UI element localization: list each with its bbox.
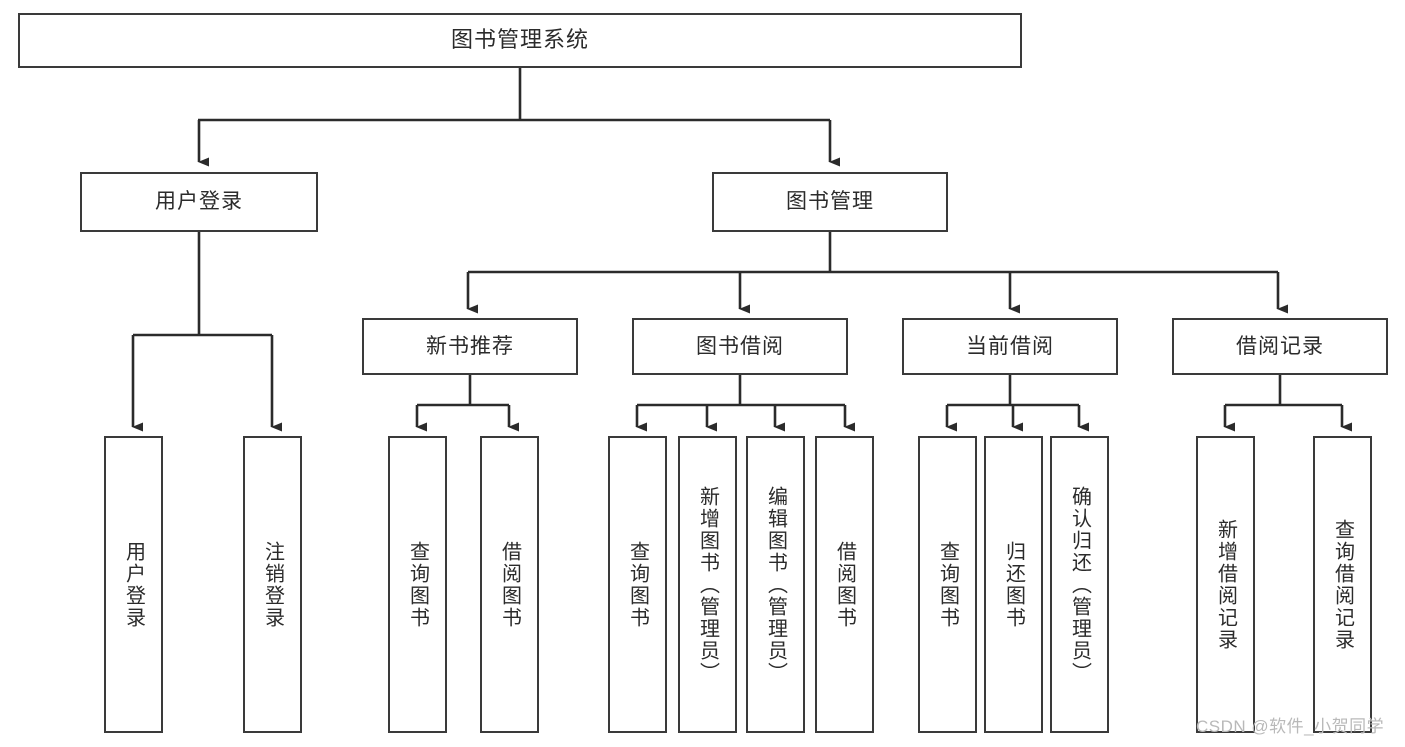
- node-leaf-add-record-label: 新增借阅记录: [1214, 518, 1237, 651]
- leaf-inner: 注销登录: [245, 438, 300, 731]
- node-user-login-label: 用户登录: [155, 190, 243, 214]
- node-leaf-borrow-book-1-label: 借阅图书: [498, 540, 521, 629]
- node-leaf-confirm-return[interactable]: 确认归还（管理员）: [1050, 436, 1109, 733]
- node-leaf-query-book-2[interactable]: 查询图书: [608, 436, 667, 733]
- node-leaf-edit-book-label: 编辑图书（管理员）: [764, 485, 787, 684]
- node-leaf-add-book-label: 新增图书（管理员）: [696, 485, 719, 684]
- node-leaf-query-book-1[interactable]: 查询图书: [388, 436, 447, 733]
- node-leaf-confirm-return-label: 确认归还（管理员）: [1068, 485, 1091, 684]
- leaf-inner: 归还图书: [986, 438, 1041, 731]
- node-leaf-query-record[interactable]: 查询借阅记录: [1313, 436, 1372, 733]
- leaf-inner: 借阅图书: [482, 438, 537, 731]
- node-borrow-record-label: 借阅记录: [1236, 334, 1324, 358]
- node-leaf-borrow-book-2-label: 借阅图书: [833, 540, 856, 629]
- leaf-inner: 查询图书: [920, 438, 975, 731]
- leaf-inner: 新增图书（管理员）: [680, 438, 735, 731]
- node-leaf-query-book-1-label: 查询图书: [406, 540, 429, 629]
- node-leaf-user-login-label: 用户登录: [122, 540, 145, 629]
- leaf-inner: 编辑图书（管理员）: [748, 438, 803, 731]
- node-leaf-query-book-2-label: 查询图书: [626, 540, 649, 629]
- leaf-inner: 查询图书: [610, 438, 665, 731]
- leaf-inner: 用户登录: [106, 438, 161, 731]
- node-new-book-recommend-label: 新书推荐: [426, 334, 514, 358]
- node-current-borrow[interactable]: 当前借阅: [902, 318, 1118, 375]
- csdn-watermark: CSDN @软件_小贺同学: [1196, 717, 1385, 736]
- node-user-login[interactable]: 用户登录: [80, 172, 318, 232]
- node-leaf-add-book[interactable]: 新增图书（管理员）: [678, 436, 737, 733]
- node-leaf-query-book-3[interactable]: 查询图书: [918, 436, 977, 733]
- node-leaf-user-logout[interactable]: 注销登录: [243, 436, 302, 733]
- node-book-manage-label: 图书管理: [786, 190, 874, 214]
- node-root[interactable]: 图书管理系统: [18, 13, 1022, 68]
- node-leaf-borrow-book-1[interactable]: 借阅图书: [480, 436, 539, 733]
- node-leaf-borrow-book-2[interactable]: 借阅图书: [815, 436, 874, 733]
- leaf-inner: 确认归还（管理员）: [1052, 438, 1107, 731]
- node-root-label: 图书管理系统: [450, 27, 589, 53]
- node-new-book-recommend[interactable]: 新书推荐: [362, 318, 578, 375]
- node-leaf-add-record[interactable]: 新增借阅记录: [1196, 436, 1255, 733]
- node-leaf-query-book-3-label: 查询图书: [936, 540, 959, 629]
- node-leaf-user-logout-label: 注销登录: [261, 540, 284, 629]
- leaf-inner: 借阅图书: [817, 438, 872, 731]
- node-book-borrow-label: 图书借阅: [696, 334, 784, 358]
- node-borrow-record[interactable]: 借阅记录: [1172, 318, 1388, 375]
- leaf-inner: 查询图书: [390, 438, 445, 731]
- node-leaf-query-record-label: 查询借阅记录: [1331, 518, 1354, 651]
- node-current-borrow-label: 当前借阅: [966, 334, 1054, 358]
- leaf-inner: 查询借阅记录: [1315, 438, 1370, 731]
- node-book-borrow[interactable]: 图书借阅: [632, 318, 848, 375]
- node-leaf-user-login[interactable]: 用户登录: [104, 436, 163, 733]
- node-leaf-edit-book[interactable]: 编辑图书（管理员）: [746, 436, 805, 733]
- node-book-manage[interactable]: 图书管理: [712, 172, 948, 232]
- node-leaf-return-book[interactable]: 归还图书: [984, 436, 1043, 733]
- leaf-inner: 新增借阅记录: [1198, 438, 1253, 731]
- node-leaf-return-book-label: 归还图书: [1002, 540, 1025, 629]
